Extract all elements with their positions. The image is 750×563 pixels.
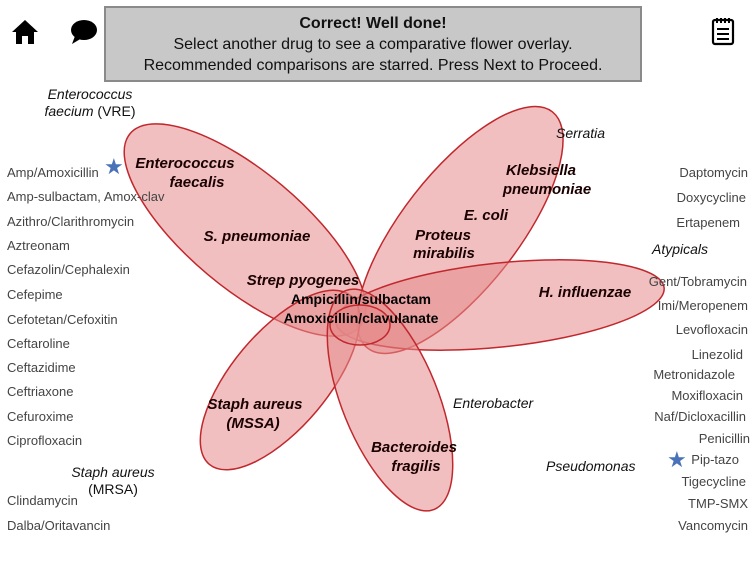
center-drug-line2: Amoxicillin/clavulanate xyxy=(284,310,439,326)
label-enterococcus-2: faecalis xyxy=(169,174,224,191)
drug-moxifloxacin[interactable]: Moxifloxacin xyxy=(671,388,743,403)
home-icon xyxy=(12,20,38,44)
label-klebsiella-2: pneumoniae xyxy=(502,181,591,198)
drug-imi-meropenem[interactable]: Imi/Meropenem xyxy=(657,298,748,313)
flower-center xyxy=(329,304,391,346)
home-button[interactable] xyxy=(10,18,40,46)
drug-penicillin[interactable]: Penicillin xyxy=(698,431,750,446)
drug-aztreonam[interactable]: Aztreonam xyxy=(7,238,70,253)
drug-ceftaroline[interactable]: Ceftaroline xyxy=(7,336,70,351)
drug-naf-dicloxacillin[interactable]: Naf/Dicloxacillin xyxy=(654,409,746,424)
star-icon: ★ xyxy=(667,447,687,472)
org-vre: Enterococcus faecium (VRE) xyxy=(44,86,136,119)
comment-button[interactable] xyxy=(68,18,100,46)
org-atypicals: Atypicals xyxy=(652,241,709,257)
label-proteus: Proteus xyxy=(415,227,471,244)
drug-daptomycin[interactable]: Daptomycin xyxy=(679,165,748,180)
drug-dalba-oritavancin[interactable]: Dalba/Oritavancin xyxy=(7,518,111,533)
drug-doxycycline[interactable]: Doxycycline xyxy=(676,190,746,205)
drug-ceftriaxone[interactable]: Ceftriaxone xyxy=(7,384,74,399)
label-bacteroides: Bacteroides xyxy=(371,439,457,456)
center-drug-line1: Ampicillin/sulbactam xyxy=(291,291,431,307)
label-staph-mssa: Staph aureus xyxy=(207,396,302,413)
drug-tmp-smx[interactable]: TMP-SMX xyxy=(688,496,748,511)
drug-amp-sulbactam[interactable]: Amp-sulbactam, Amox-clav xyxy=(7,189,165,204)
drug-ciprofloxacin[interactable]: Ciprofloxacin xyxy=(7,433,83,448)
label-klebsiella: Klebsiella xyxy=(506,162,576,179)
drug-cefazolin[interactable]: Cefazolin/Cephalexin xyxy=(7,262,130,277)
drug-tigecycline[interactable]: Tigecycline xyxy=(681,474,746,489)
speech-bubble-icon xyxy=(71,20,97,44)
label-e-coli: E. coli xyxy=(464,207,509,224)
drug-cefuroxime[interactable]: Cefuroxime xyxy=(7,409,74,424)
drug-pip-tazo[interactable]: Pip-tazo xyxy=(691,452,739,467)
drug-cefepime[interactable]: Cefepime xyxy=(7,287,63,302)
drug-gent-tobramycin[interactable]: Gent/Tobramycin xyxy=(648,274,747,289)
drug-vancomycin[interactable]: Vancomycin xyxy=(678,518,748,533)
banner-line-3: Recommended comparisons are starred. Pre… xyxy=(143,57,603,74)
drug-cefotetan[interactable]: Cefotetan/Cefoxitin xyxy=(7,312,118,327)
notes-button[interactable] xyxy=(710,16,736,46)
org-serratia: Serratia xyxy=(556,125,606,141)
feedback-banner: Correct! Well done! Select another drug … xyxy=(104,6,642,82)
label-staph-mssa-2: (MSSA) xyxy=(226,415,279,432)
drug-azithro[interactable]: Azithro/Clarithromycin xyxy=(7,214,135,229)
org-enterobacter: Enterobacter xyxy=(453,395,534,411)
drug-amp-amoxicillin[interactable]: Amp/Amoxicillin xyxy=(7,165,99,180)
star-icon: ★ xyxy=(104,154,124,179)
label-strep-pyogenes: Strep pyogenes xyxy=(247,272,360,289)
drug-levofloxacin[interactable]: Levofloxacin xyxy=(675,322,748,337)
org-pseudomonas: Pseudomonas xyxy=(546,458,636,474)
label-proteus-2: mirabilis xyxy=(413,245,475,262)
notepad-icon xyxy=(711,18,735,46)
drug-linezolid[interactable]: Linezolid xyxy=(691,347,743,362)
drug-ertapenem[interactable]: Ertapenem xyxy=(676,215,740,230)
label-s-pneumoniae: S. pneumoniae xyxy=(204,228,311,245)
drug-clindamycin[interactable]: Clindamycin xyxy=(7,493,78,508)
banner-title: Correct! Well done! xyxy=(299,15,447,32)
drug-ceftazidime[interactable]: Ceftazidime xyxy=(7,360,76,375)
label-enterococcus: Enterococcus xyxy=(135,155,234,172)
org-mrsa: Staph aureus (MRSA) xyxy=(71,464,155,497)
banner-line-2: Select another drug to see a comparative… xyxy=(173,36,573,53)
label-bacteroides-2: fragilis xyxy=(391,458,440,475)
drug-metronidazole[interactable]: Metronidazole xyxy=(653,367,735,382)
label-h-influenzae: H. influenzae xyxy=(539,284,632,301)
